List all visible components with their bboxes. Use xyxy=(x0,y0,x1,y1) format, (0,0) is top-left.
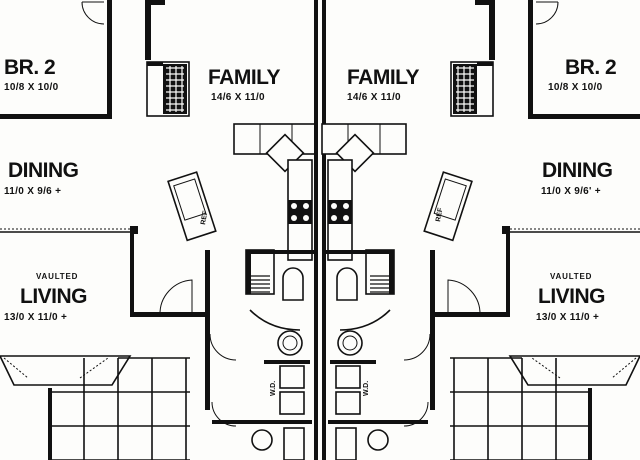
toilet-icon xyxy=(282,267,304,301)
water-heater-icon xyxy=(251,429,273,451)
dryer-icon xyxy=(335,391,361,415)
dining-name: DINING xyxy=(8,159,79,182)
dining-size: 11/0 X 9/6 + xyxy=(4,186,61,197)
bedroom-size: 10/8 X 10/0 xyxy=(548,82,603,93)
bedroom-name: BR. 2 xyxy=(4,56,55,79)
laundry-door-swing xyxy=(211,401,237,427)
entry-door-swing xyxy=(159,279,193,316)
bedroom-door-swing xyxy=(81,1,105,25)
cooktop-icon xyxy=(328,200,352,224)
refrigerator-icon xyxy=(423,171,473,242)
bath-door-swing xyxy=(209,333,237,361)
living-size: 13/0 X 11/0 + xyxy=(4,312,67,323)
living-name: LIVING xyxy=(20,285,87,308)
left-unit: REF W.D. xyxy=(0,0,319,460)
refrigerator-icon xyxy=(167,171,217,242)
living-note: VAULTED xyxy=(550,272,592,281)
dining-size: 11/0 X 9/6' + xyxy=(541,186,601,197)
family-size: 14/6 X 11/0 xyxy=(211,92,265,103)
water-heater-icon xyxy=(367,429,389,451)
dining-name: DINING xyxy=(542,159,613,182)
bedroom-name: BR. 2 xyxy=(565,56,616,79)
bedroom-wall xyxy=(107,0,112,119)
cooktop-icon xyxy=(288,200,312,224)
wd-label: W.D. xyxy=(270,381,277,396)
patio-tiles xyxy=(48,357,190,460)
toilet-icon xyxy=(336,267,358,301)
ref-label: REF xyxy=(435,207,444,223)
living-note: VAULTED xyxy=(36,272,78,281)
bedroom-wall xyxy=(0,114,112,119)
family-size: 14/6 X 11/0 xyxy=(347,92,401,103)
washer-icon xyxy=(335,365,361,389)
family-name: FAMILY xyxy=(347,66,420,89)
sink-icon xyxy=(277,330,303,356)
living-bay xyxy=(0,355,132,386)
living-size: 13/0 X 11/0 + xyxy=(536,312,599,323)
washer-icon xyxy=(279,365,305,389)
family-wall xyxy=(145,0,151,60)
sink-icon xyxy=(337,330,363,356)
living-name: LIVING xyxy=(538,285,605,308)
dryer-icon xyxy=(279,391,305,415)
right-unit xyxy=(321,0,640,460)
ref-label: REF xyxy=(200,210,209,226)
wd-label: W.D. xyxy=(363,381,370,396)
bedroom-size: 10/8 X 10/0 xyxy=(4,82,59,93)
living-wall xyxy=(130,232,134,312)
family-name: FAMILY xyxy=(208,66,281,89)
entry-wall xyxy=(205,250,210,410)
